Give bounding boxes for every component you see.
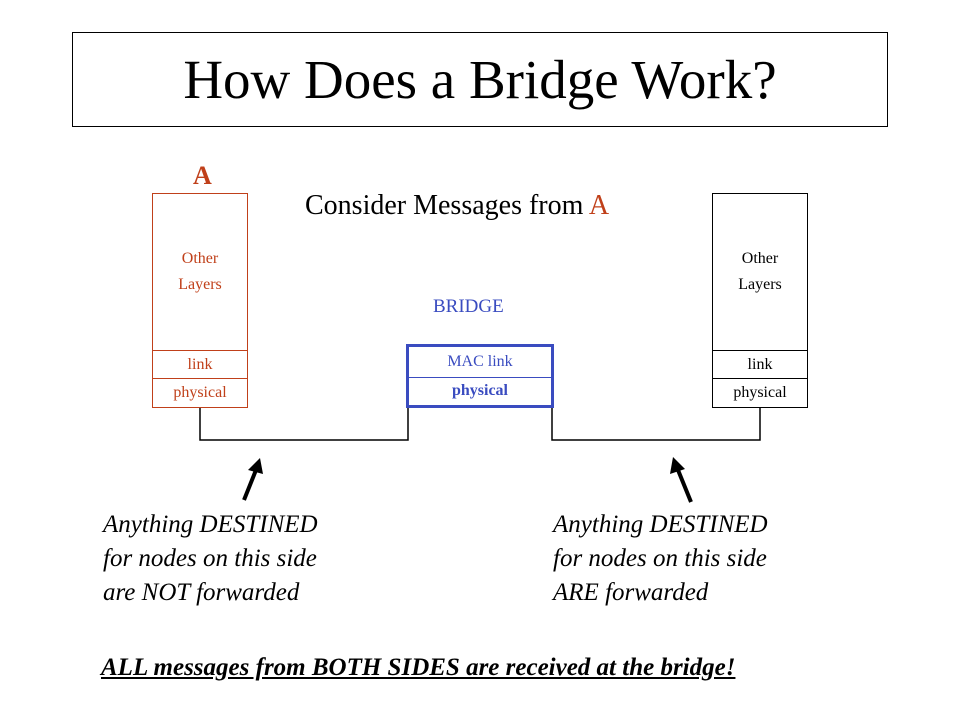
right-other-line-2: Layers: [738, 276, 782, 293]
bridge-label: BRIDGE: [433, 296, 504, 317]
left-other-line-1: Other: [181, 250, 219, 267]
caption-not-forwarded: Anything DESTINED for nodes on this side…: [103, 508, 318, 610]
left-other-line-2: Layers: [178, 276, 222, 293]
right-node-stack: Other Layers link physical: [712, 193, 808, 408]
left-segment-wire: [199, 408, 409, 441]
left-node-stack: Other Layers link physical: [152, 193, 248, 408]
right-physical-layer: physical: [713, 378, 807, 407]
caption-left-line-2: for nodes on this side: [103, 545, 317, 572]
consider-heading: Consider Messages from A: [305, 190, 609, 222]
right-link-layer: link: [713, 350, 807, 378]
caption-forwarded: Anything DESTINED for nodes on this side…: [553, 508, 768, 610]
page-title: How Does a Bridge Work?: [183, 49, 777, 110]
bridge-box: MAC link physical: [406, 344, 554, 408]
right-other-line-1: Other: [741, 250, 779, 267]
bridge-mac-link-layer: MAC link: [409, 347, 551, 378]
consider-prefix: Consider Messages from: [305, 190, 589, 221]
caption-right-line-2: for nodes on this side: [553, 545, 767, 572]
right-other-layers: Other Layers: [713, 194, 807, 350]
right-segment-wire: [551, 408, 761, 441]
caption-left-line-3: are NOT forwarded: [103, 579, 300, 606]
consider-highlight: A: [588, 190, 610, 221]
caption-right-line-3: ARE forwarded: [553, 579, 709, 606]
left-other-layers: Other Layers: [153, 194, 247, 350]
left-link-layer: link: [153, 350, 247, 378]
footer-note: ALL messages from BOTH SIDES are receive…: [101, 654, 736, 681]
caption-left-line-1: Anything DESTINED: [103, 511, 318, 538]
left-physical-layer: physical: [153, 378, 247, 407]
right-arrow-icon: [670, 457, 693, 503]
bridge-physical-layer: physical: [451, 382, 508, 399]
left-arrow-icon: [242, 458, 263, 501]
node-a-label: A: [193, 161, 212, 190]
title-box: How Does a Bridge Work?: [72, 32, 888, 127]
caption-right-line-1: Anything DESTINED: [553, 511, 768, 538]
